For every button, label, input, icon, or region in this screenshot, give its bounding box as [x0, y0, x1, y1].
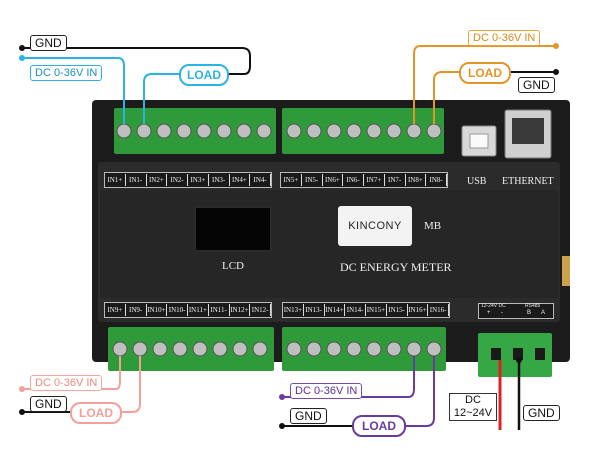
terminal-label: IN16- — [428, 304, 449, 316]
blue-wire-ground — [22, 47, 251, 75]
terminal-label: IN2+ — [147, 174, 168, 186]
blue-ground-label: GND — [30, 35, 67, 51]
terminal-label: IN6+ — [323, 174, 344, 186]
power-minus-label: - — [501, 310, 503, 316]
terminal-label: IN11+ — [188, 304, 209, 316]
terminal-label: IN9- — [126, 304, 147, 316]
bottom-right-terminal-block — [282, 327, 446, 371]
purple-wire-load — [404, 356, 435, 427]
terminal-label: IN13- — [304, 304, 325, 316]
power-plus-label: + — [487, 310, 491, 316]
terminal-label: IN1- — [126, 174, 147, 186]
rs485-header-label: RS485 — [525, 303, 541, 309]
rs485-a-label: A — [541, 310, 546, 316]
bottom-left-label-strip: IN9+IN9-IN10+IN10-IN11+IN11-IN12+IN12- — [104, 302, 272, 318]
terminal-label: IN10- — [167, 304, 188, 316]
brand-logo: KINCONY — [338, 206, 412, 246]
terminal-label: IN1+ — [105, 174, 126, 186]
purple-ground-dot — [279, 423, 285, 429]
terminal-label: IN8+ — [406, 174, 427, 186]
lcd-label: LCD — [222, 260, 244, 272]
power-negative-dot — [516, 357, 522, 363]
orange-wire-load — [433, 71, 460, 124]
pink-ground-label: GND — [30, 396, 67, 412]
terminal-label: IN14+ — [325, 304, 346, 316]
power-supply-line1: DC — [465, 394, 481, 406]
usb-label: USB — [467, 176, 487, 187]
pink-source-label: DC 0-36V IN — [30, 375, 103, 391]
top-right-label-strip: IN5+IN5-IN6+IN6-IN7+IN7-IN8+IN8- — [280, 172, 448, 188]
pink-wire-load — [120, 356, 141, 413]
purple-source-label: DC 0-36V IN — [290, 383, 363, 399]
bottom-screws — [112, 341, 442, 357]
ethernet-label: ETHERNET — [502, 176, 554, 187]
blue-source-label: DC 0-36V IN — [30, 65, 103, 81]
pink-wire-source — [22, 356, 121, 390]
power-header: 12-24V DC + - RS485 B A — [478, 303, 554, 319]
orange-wire-source — [413, 45, 556, 124]
usb-port-socket — [469, 133, 489, 149]
orange-ground-dot — [553, 69, 559, 75]
terminal-label: IN2- — [167, 174, 188, 186]
power-header-label: 12-24V DC — [481, 303, 506, 309]
power-screws — [491, 348, 545, 360]
model-label: MB — [424, 220, 442, 232]
terminal-label: IN11- — [209, 304, 230, 316]
top-left-terminal-block — [114, 108, 276, 154]
pink-load: LOAD — [70, 402, 122, 424]
terminal-label: IN13+ — [283, 304, 304, 316]
terminal-label: IN10+ — [147, 304, 168, 316]
terminal-label: IN3+ — [188, 174, 209, 186]
terminal-label: IN14- — [345, 304, 366, 316]
ethernet-port-socket — [512, 118, 544, 144]
orange-load: LOAD — [459, 62, 511, 84]
pink-source-dot — [19, 386, 25, 392]
purple-source-dot — [279, 394, 285, 400]
terminal-label: IN5- — [302, 174, 323, 186]
top-left-label-strip: IN1+IN1-IN2+IN2-IN3+IN3-IN4+IN4- — [104, 172, 272, 188]
terminal-label: IN6- — [343, 174, 364, 186]
top-screws — [116, 123, 442, 139]
power-supply-label: DC 12~24V — [449, 393, 497, 421]
terminal-label: IN12+ — [230, 304, 251, 316]
terminal-label: IN4+ — [230, 174, 251, 186]
orange-ground-label: GND — [518, 77, 555, 93]
top-right-terminal-block — [282, 108, 444, 154]
pink-ground-dot — [19, 409, 25, 415]
bottom-left-terminal-block — [108, 327, 274, 371]
terminal-label: IN4- — [250, 174, 271, 186]
purple-wire-source — [282, 356, 415, 398]
product-title: DC ENERGY METER — [340, 260, 452, 274]
lcd-display — [194, 206, 272, 252]
power-ground-label: GND — [523, 405, 560, 421]
antenna — [562, 256, 570, 286]
terminal-label: IN9+ — [105, 304, 126, 316]
terminal-label: IN8- — [426, 174, 447, 186]
terminal-label: IN3- — [209, 174, 230, 186]
orange-source-dot — [553, 43, 559, 49]
rs485-b-label: B — [527, 310, 532, 316]
blue-wire-source — [22, 57, 125, 124]
blue-wire-load — [143, 73, 180, 124]
terminal-label: IN16+ — [408, 304, 429, 316]
power-supply-line2: 12~24V — [453, 407, 493, 419]
terminal-label: IN5+ — [281, 174, 302, 186]
terminal-label: IN7- — [385, 174, 406, 186]
orange-source-label: DC 0-36V IN — [468, 30, 541, 46]
panel-inner — [100, 190, 558, 298]
purple-ground-label: GND — [290, 408, 327, 424]
blue-source-dot — [19, 55, 25, 61]
bottom-right-label-strip: IN13+IN13-IN14+IN14-IN15+IN15-IN16+IN16- — [282, 302, 450, 318]
purple-load: LOAD — [352, 415, 406, 437]
blue-load: LOAD — [179, 64, 229, 86]
terminal-label: IN12- — [250, 304, 271, 316]
blue-ground-dot — [19, 45, 25, 51]
terminal-label: IN7+ — [364, 174, 385, 186]
terminal-label: IN15+ — [366, 304, 387, 316]
terminal-label: IN15- — [387, 304, 408, 316]
